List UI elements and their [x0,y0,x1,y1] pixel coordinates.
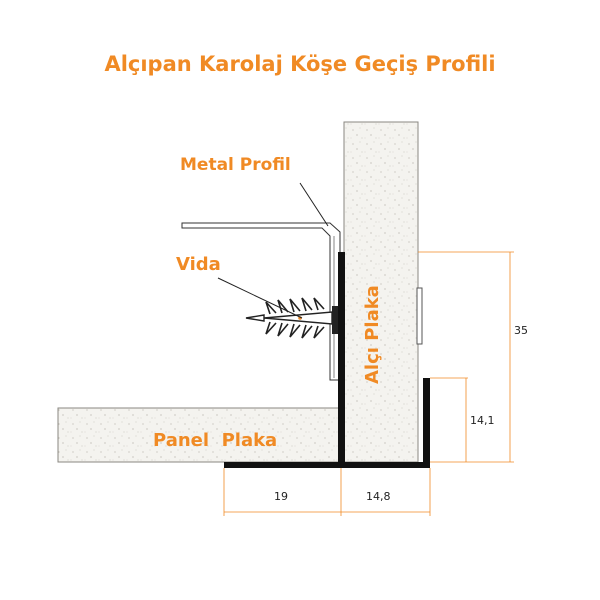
gypsum-board [343,121,419,463]
diagram-title: Alçıpan Karolaj Köşe Geçiş Profili [104,52,496,76]
alci-plaka-label: Alçı Plaka [362,285,383,384]
screw-icon [245,297,338,339]
dimension-height-lip [430,377,468,462]
metal-profil-leader [299,182,329,227]
metal-profil-label: Metal Profil [180,155,291,175]
vida-leader [217,277,303,319]
metal-profile [181,222,341,381]
dimension-height-total [418,251,514,463]
panel-board [57,407,345,463]
dim-width-left-label: 19 [274,490,288,503]
dim-width-right-label: 14,8 [366,490,391,503]
dim-height-total-label: 35 [514,324,528,337]
vida-label: Vida [176,254,221,275]
side-bracket [416,287,423,345]
dimension-widths [223,468,431,516]
panel-plaka-label: Panel Plaka [153,430,277,451]
dim-height-lip-label: 14,1 [470,414,495,427]
